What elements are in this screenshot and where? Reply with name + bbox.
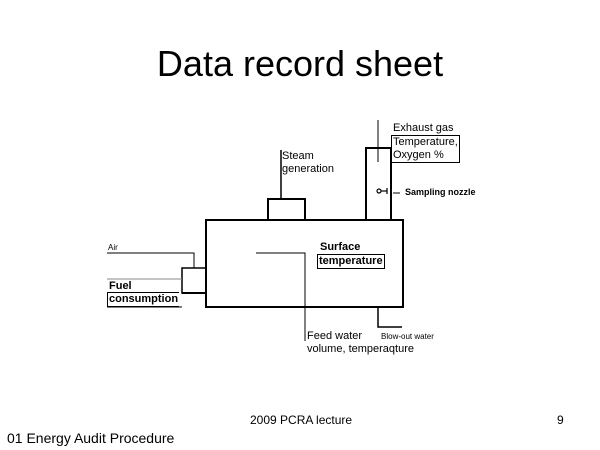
surface-label-line1: Surface: [320, 241, 361, 253]
feed-water-label-line2: volume, temperaqture: [307, 343, 414, 355]
exhaust-label: Exhaust gas Temperature, Oxygen %: [391, 122, 460, 163]
surface-label-line2: temperature: [317, 254, 385, 269]
sampling-nozzle-label: Sampling nozzle: [405, 187, 476, 197]
footer-left: 01 Energy Audit Procedure: [7, 430, 175, 446]
footer-center: 2009 PCRA lecture: [250, 413, 353, 427]
blow-out-label: Blow-out water: [381, 332, 434, 341]
feed-water-label-line1: Feed water: [307, 330, 363, 342]
steam-outlet: [267, 198, 306, 221]
fuel-label-line1: Fuel: [109, 280, 132, 292]
slide-title: Data record sheet: [156, 43, 444, 84]
blow-out-line: [377, 307, 402, 328]
air-label: Air: [108, 243, 118, 252]
feed-water-line: [256, 252, 306, 341]
sampling-nozzle-icon: [376, 188, 400, 194]
exhaust-label-line1: Exhaust gas: [393, 122, 454, 134]
exhaust-label-box: Temperature, Oxygen %: [391, 135, 460, 163]
fuel-label-line2: consumption: [107, 292, 180, 307]
steam-label-line1: Steam: [282, 150, 314, 162]
page-number: 9: [557, 413, 564, 427]
steam-label: Steam generation: [282, 150, 334, 176]
exhaust-label-line3: Oxygen %: [393, 149, 444, 161]
steam-label-line2: generation: [282, 163, 334, 175]
air-line: [107, 252, 195, 268]
burner-box: [181, 267, 207, 294]
feed-water-label: Feed water volume, temperaqture: [307, 330, 414, 356]
exhaust-label-line2: Temperature,: [393, 136, 458, 148]
